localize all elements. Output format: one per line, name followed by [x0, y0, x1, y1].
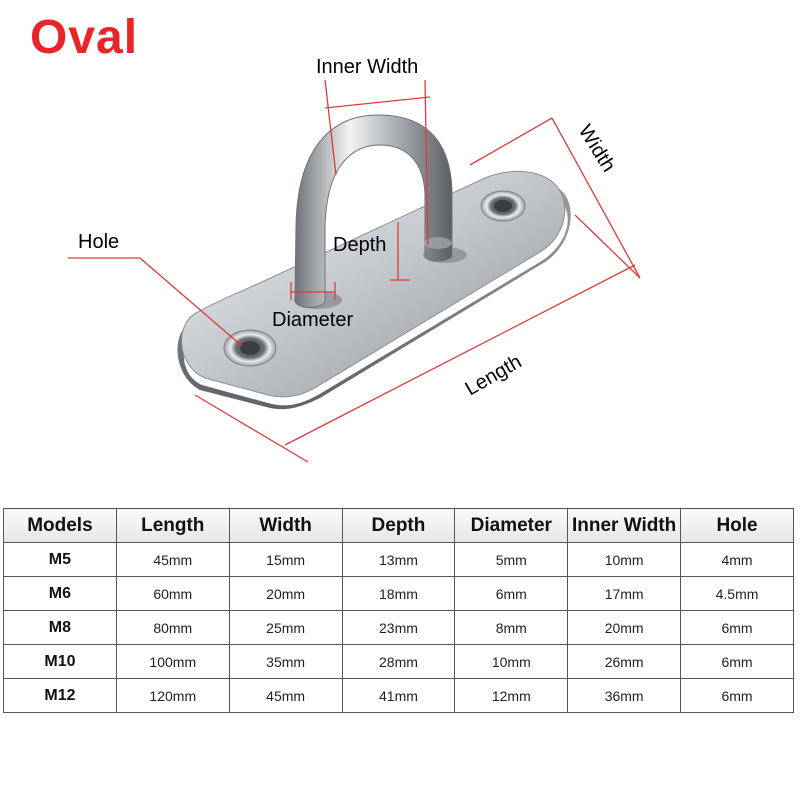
label-diameter: Diameter — [272, 309, 353, 331]
label-inner-width: Inner Width — [316, 56, 418, 78]
table-cell: 35mm — [228, 644, 343, 679]
table-cell: 20mm — [567, 610, 682, 645]
table-cell: 45mm — [115, 542, 230, 577]
table-row: M10 100mm 35mm 28mm 10mm 26mm 6mm — [3, 644, 794, 679]
table-cell: 20mm — [228, 576, 343, 611]
spec-table: Models Length Width Depth Diameter Inner… — [3, 508, 794, 713]
column-header: Models — [3, 508, 117, 543]
table-cell: 23mm — [341, 610, 456, 645]
table-cell-model: M6 — [3, 576, 117, 611]
pad-eye-diagram: Inner Width Hole Depth Diameter Width Le… — [68, 56, 641, 463]
table-cell: 17mm — [567, 576, 682, 611]
table-cell: 25mm — [228, 610, 343, 645]
plate-edge — [177, 188, 571, 410]
table-cell: 8mm — [454, 610, 569, 645]
table-row: M12 120mm 45mm 41mm 12mm 36mm 6mm — [3, 678, 794, 713]
table-cell: 120mm — [115, 678, 230, 713]
table-cell: 13mm — [341, 542, 456, 577]
label-width: Width — [574, 121, 620, 176]
column-header: Length — [115, 508, 230, 543]
column-header: Hole — [680, 508, 794, 543]
table-header-row: Models Length Width Depth Diameter Inner… — [3, 508, 794, 543]
table-cell-model: M12 — [3, 678, 117, 713]
table-cell: 100mm — [115, 644, 230, 679]
table-cell: 6mm — [680, 644, 794, 679]
table-cell: 5mm — [454, 542, 569, 577]
column-header: Depth — [341, 508, 456, 543]
base-plate — [181, 170, 566, 398]
table-cell: 28mm — [341, 644, 456, 679]
table-cell: 15mm — [228, 542, 343, 577]
column-header: Inner Width — [567, 508, 682, 543]
table-cell-model: M10 — [3, 644, 117, 679]
table-cell: 12mm — [454, 678, 569, 713]
table-row: M6 60mm 20mm 18mm 6mm 17mm 4.5mm — [3, 576, 794, 611]
column-header: Width — [228, 508, 343, 543]
table-cell: 6mm — [680, 610, 794, 645]
table-row: M5 45mm 15mm 13mm 5mm 10mm 4mm — [3, 542, 794, 577]
label-length: Length — [462, 351, 526, 401]
table-cell: 26mm — [567, 644, 682, 679]
table-cell: 60mm — [115, 576, 230, 611]
column-header: Diameter — [454, 508, 569, 543]
table-cell: 6mm — [454, 576, 569, 611]
table-cell: 4mm — [680, 542, 794, 577]
table-cell: 18mm — [341, 576, 456, 611]
table-cell: 41mm — [341, 678, 456, 713]
table-row: M8 80mm 25mm 23mm 8mm 20mm 6mm — [3, 610, 794, 645]
table-cell-model: M8 — [3, 610, 117, 645]
page-title: Oval — [30, 11, 139, 64]
label-depth: Depth — [333, 234, 386, 256]
table-cell: 10mm — [454, 644, 569, 679]
label-hole: Hole — [78, 231, 119, 253]
dimension-lines — [68, 79, 641, 463]
table-cell: 4.5mm — [680, 576, 794, 611]
table-cell: 10mm — [567, 542, 682, 577]
table-cell-model: M5 — [3, 542, 117, 577]
table-cell: 36mm — [567, 678, 682, 713]
table-cell: 6mm — [680, 678, 794, 713]
table-cell: 45mm — [228, 678, 343, 713]
table-cell: 80mm — [115, 610, 230, 645]
